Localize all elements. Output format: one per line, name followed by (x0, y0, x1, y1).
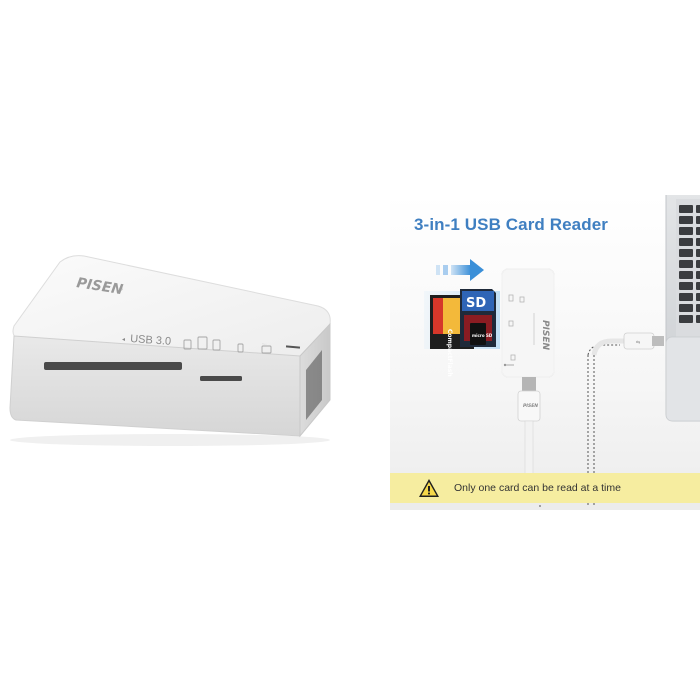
sd-card-label: SD (466, 296, 486, 311)
card-icon-5 (261, 345, 272, 354)
port-arrow: ◂ (122, 337, 125, 343)
card-reader-device: PISEN (501, 268, 555, 378)
led-indicator (285, 345, 301, 349)
laptop-keyboard (679, 205, 700, 323)
double-arrow-right-icon (436, 259, 484, 281)
warning-text: Only one card can be read at a time (454, 482, 621, 494)
micro-sd-card-label: micro SD (472, 333, 493, 338)
device-shadow (10, 434, 330, 446)
sd-card: SD (460, 289, 496, 347)
usb-cable-to-laptop: ⇆ (591, 332, 664, 356)
device-front-face (9, 335, 301, 437)
brand-logo: PISEN (75, 275, 124, 298)
usb-cable-down: PISEN (517, 377, 541, 478)
usb-plug-symbol: ⇆ (636, 340, 640, 346)
side-card-slot (306, 350, 322, 420)
card-type-icons (183, 336, 272, 354)
card-icon-3 (212, 339, 221, 351)
laptop (665, 195, 700, 422)
panel-title: 3-in-1 USB Card Reader (414, 215, 608, 234)
micro-sd-card: micro SD (470, 323, 493, 345)
card-icon-1 (183, 339, 192, 350)
device-slot-icons (508, 294, 525, 361)
device-top-face (12, 255, 331, 359)
device-brand-logo: PISEN (540, 320, 550, 351)
cf-card-label: CompactFlash (446, 329, 453, 377)
warning-bar: Only one card can be read at a time (390, 473, 700, 503)
card-icon-4 (237, 343, 244, 353)
cf-card-slot (44, 362, 182, 370)
card-reader-drawing: .... PISEN ® ◂ USB 3.0 (9, 255, 331, 446)
card-reader-photo: .... PISEN ® ◂ USB 3.0 (0, 240, 345, 450)
usb-icon (503, 363, 514, 367)
promo-panel: CompactFlash SD micro SD (390, 195, 700, 510)
led-label: .... (262, 340, 267, 345)
card-icon-2 (197, 336, 208, 350)
brand-registered-mark: ® (119, 285, 124, 293)
warning-triangle-icon (419, 479, 439, 497)
cable-brand-logo: PISEN (523, 403, 538, 409)
sd-card-slot (200, 376, 242, 381)
promo-illustration: CompactFlash SD micro SD (424, 195, 700, 507)
usb-version-label: USB 3.0 (130, 333, 172, 348)
